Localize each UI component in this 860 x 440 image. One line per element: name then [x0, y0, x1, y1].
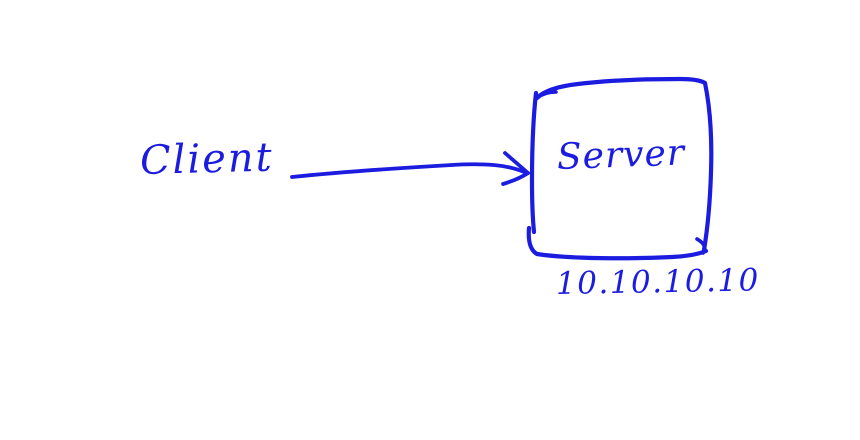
server-node-label: Server — [556, 132, 686, 178]
client-node-label: Client — [139, 134, 275, 184]
server-box-top-left-hook — [535, 90, 558, 100]
server-box-left-edge — [529, 90, 539, 235]
server-box-bottom-right-hook — [695, 237, 707, 255]
server-box-right-edge — [701, 80, 714, 253]
server-box-shape — [526, 76, 714, 261]
client-to-server-arrow — [290, 151, 530, 186]
arrowhead-upper-barb — [503, 151, 530, 175]
server-ip-annotation: 10.10.10.10 — [555, 262, 761, 302]
arrowhead-lower-barb — [501, 171, 530, 186]
server-box-top-edge — [534, 76, 708, 101]
arrow-shaft — [290, 162, 526, 179]
server-box-bottom-edge — [526, 225, 709, 261]
